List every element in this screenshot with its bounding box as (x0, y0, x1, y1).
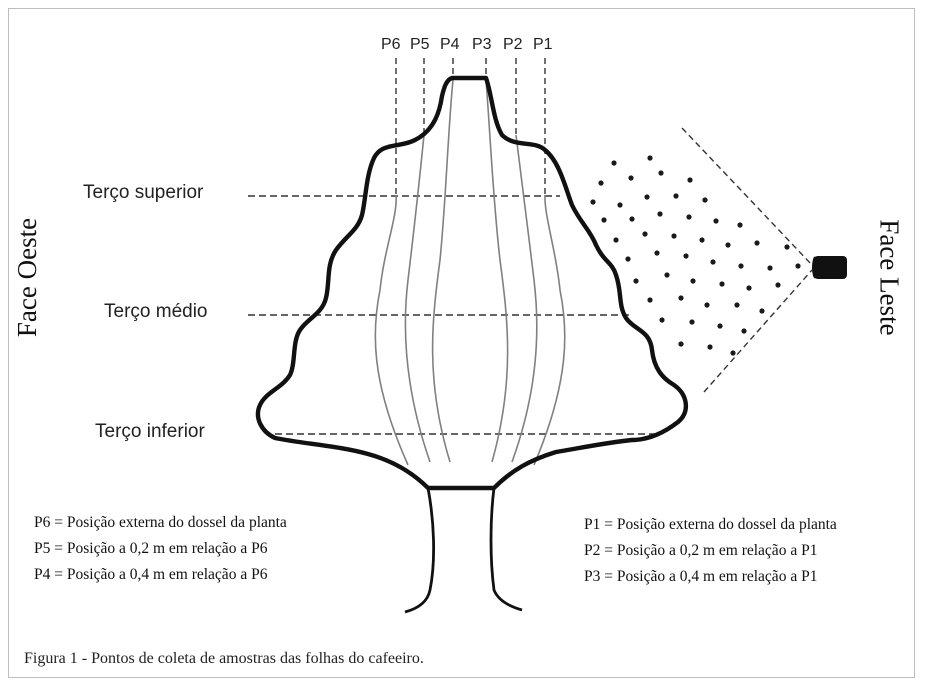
spray-droplet (713, 218, 719, 224)
position-label-p4: P4 (440, 36, 460, 53)
spray-droplet (658, 170, 664, 176)
p4-inner-curve (431, 79, 454, 463)
position-label-p1: P1 (533, 36, 553, 53)
spray-cone-lower-edge (703, 269, 813, 393)
spray-droplet (730, 350, 736, 356)
spray-droplet (704, 302, 710, 308)
trunk-left-edge (404, 487, 435, 614)
p5-inner-curve (404, 134, 431, 463)
trunk-right-edge (489, 487, 523, 612)
p1-inner-curve (533, 194, 566, 466)
position-label-p5: P5 (410, 36, 430, 53)
spray-droplet (725, 242, 731, 248)
figure-frame (8, 8, 915, 678)
tier-label-middle: Terço médio (104, 301, 208, 322)
spray-droplet (611, 160, 617, 166)
spray-droplet (613, 237, 619, 243)
legend-right-p1: P1 = Posição externa do dossel da planta (584, 516, 837, 533)
spray-droplet (687, 177, 693, 183)
spray-droplet (737, 222, 743, 228)
spray-droplet (654, 250, 660, 256)
spray-cone (681, 127, 813, 393)
sprayer-nozzle-icon (812, 256, 847, 279)
spray-droplet (689, 319, 695, 325)
tier-label-upper: Terço superior (83, 182, 204, 203)
face-east-label: Face Leste (874, 219, 905, 336)
spray-droplet (738, 263, 744, 269)
legend-right-p2: P2 = Posição a 0,2 m em relação a P1 (584, 542, 818, 559)
p3-inner-curve (485, 79, 509, 463)
face-west-label: Face Oeste (12, 217, 43, 338)
spray-droplet (659, 317, 665, 323)
spray-droplet (629, 216, 635, 222)
position-label-p6: P6 (381, 36, 401, 53)
spray-droplets (590, 155, 801, 356)
spray-droplet (673, 193, 679, 199)
tier-dashed-lines (248, 195, 660, 435)
tier-label-lower: Terço inferior (95, 421, 205, 442)
inner-canopy-curves (374, 79, 566, 466)
spray-droplet (644, 194, 650, 200)
spray-droplet (795, 263, 801, 269)
legend-left-p6: P6 = Posição externa do dossel da planta (34, 514, 287, 531)
spray-droplet (664, 272, 670, 278)
spray-droplet (775, 282, 781, 288)
position-label-p2: P2 (503, 36, 523, 53)
spray-droplet (734, 302, 740, 308)
spray-droplet (699, 237, 705, 243)
spray-droplet (625, 256, 631, 262)
spray-droplet (598, 180, 604, 186)
spray-droplet (657, 211, 663, 217)
spray-droplet (717, 323, 723, 329)
legend-left: P6 = Posição externa do dossel da planta… (34, 510, 287, 588)
spray-droplet (590, 199, 596, 205)
spray-droplet (784, 244, 790, 250)
spray-droplet (759, 308, 765, 314)
p2-inner-curve (511, 134, 538, 463)
spray-droplet (746, 285, 752, 291)
legend-right: P1 = Posição externa do dossel da planta… (584, 512, 837, 590)
spray-droplet (741, 328, 747, 334)
canopy-outline (255, 75, 688, 491)
spray-droplet (601, 217, 607, 223)
legend-left-p5: P5 = Posição a 0,2 m em relação a P6 (34, 540, 268, 557)
spray-droplet (628, 175, 634, 181)
spray-droplet (678, 341, 684, 347)
spray-droplet (683, 253, 689, 259)
spray-droplet (690, 278, 696, 284)
spray-droplet (617, 202, 623, 208)
spray-droplet (719, 281, 725, 287)
spray-droplet (710, 259, 716, 265)
spray-droplet (754, 240, 760, 246)
spray-droplet (702, 197, 708, 203)
legend-left-p4: P4 = Posição a 0,4 m em relação a P6 (34, 566, 268, 583)
position-label-p3: P3 (472, 36, 492, 53)
position-dashed-lines (395, 58, 546, 195)
spray-droplet (767, 265, 773, 271)
spray-droplet (707, 344, 713, 350)
legend-right-p3: P3 = Posição a 0,4 m em relação a P1 (584, 568, 818, 585)
trunk (404, 487, 523, 614)
p6-inner-curve (374, 194, 409, 466)
spray-droplet (633, 278, 639, 284)
spray-droplet (678, 295, 684, 301)
spray-droplet (671, 233, 677, 239)
spray-cone-upper-edge (681, 127, 813, 266)
spray-droplet (686, 214, 692, 220)
figure-caption: Figura 1 - Pontos de coleta de amostras … (24, 650, 424, 667)
spray-droplet (647, 297, 653, 303)
spray-droplet (647, 155, 653, 161)
spray-droplet (642, 231, 648, 237)
